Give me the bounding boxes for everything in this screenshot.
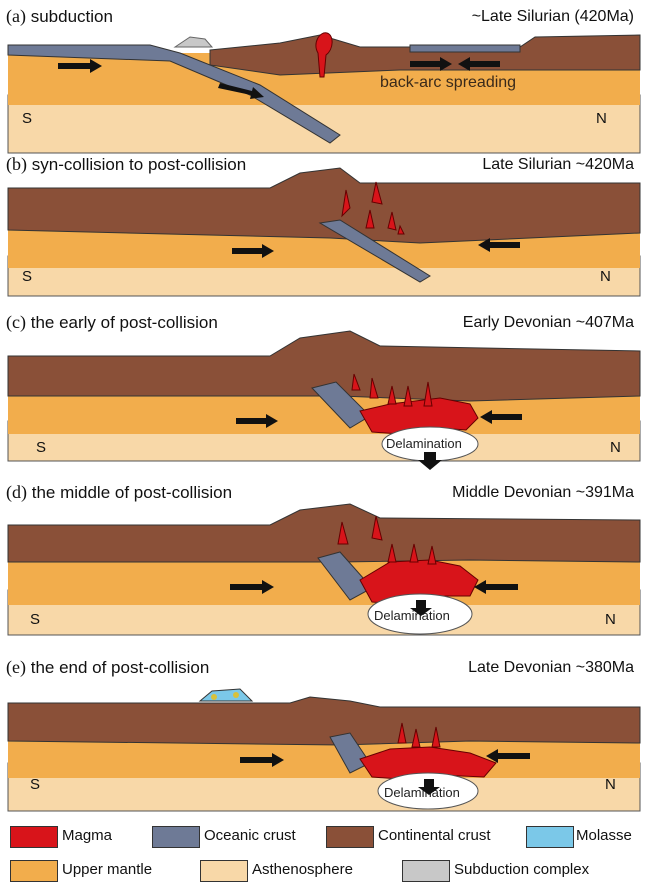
continental-crust	[8, 168, 640, 243]
south-label: S	[22, 268, 32, 285]
panel-b: (b) syn-collision to post-collision Late…	[0, 148, 652, 308]
panel-e-title: (e) the end of post-collision	[6, 657, 209, 678]
legend-continental-swatch	[326, 826, 374, 848]
north-label: N	[605, 776, 616, 793]
south-label: S	[30, 611, 40, 628]
legend-continental-label: Continental crust	[378, 827, 491, 844]
legend-upper-mantle-label: Upper mantle	[62, 861, 152, 878]
legend-magma-label: Magma	[62, 827, 112, 844]
molasse	[200, 689, 252, 701]
back-arc-label: back-arc spreading	[380, 74, 516, 91]
legend-oceanic-swatch	[152, 826, 200, 848]
panel-e: (e) the end of post-collision Late Devon…	[0, 653, 652, 818]
north-label: N	[605, 611, 616, 628]
panel-a-title: (a) subduction	[6, 6, 113, 27]
panel-b-cross-section: S N	[0, 168, 652, 308]
continental-crust	[8, 697, 640, 745]
north-label: N	[610, 439, 621, 456]
continental-crust	[210, 35, 640, 75]
legend-molasse-swatch	[526, 826, 574, 848]
north-label: N	[600, 268, 611, 285]
panel-a: (a) subduction ~Late Silurian (420Ma) ba…	[0, 0, 652, 165]
panel-c: (c) the early of post-collision Early De…	[0, 306, 652, 476]
legend-oceanic-label: Oceanic crust	[204, 827, 296, 844]
molasse-clast	[233, 692, 239, 698]
north-label: N	[596, 110, 607, 127]
south-label: S	[22, 110, 32, 127]
legend-subduction-complex-swatch	[402, 860, 450, 882]
south-label: S	[36, 439, 46, 456]
legend-magma-swatch	[10, 826, 58, 848]
panel-d: (d) the middle of post-collision Middle …	[0, 478, 652, 653]
upper-mantle	[8, 560, 640, 605]
panel-a-age: ~Late Silurian (420Ma)	[472, 8, 634, 26]
continental-crust	[8, 504, 640, 562]
panel-e-age: Late Devonian ~380Ma	[468, 659, 634, 677]
legend-molasse-label: Molasse	[576, 827, 632, 844]
subduction-complex	[175, 37, 212, 47]
panel-e-cross-section: Delamination S N	[0, 683, 652, 823]
oceanic-crust	[410, 45, 520, 52]
legend-asthenosphere-swatch	[200, 860, 248, 882]
south-label: S	[30, 776, 40, 793]
legend-upper-mantle-swatch	[10, 860, 58, 882]
molasse-clast	[211, 694, 217, 700]
delamination-label: Delamination	[374, 608, 450, 623]
panel-c-cross-section: Delamination S N	[0, 326, 652, 476]
delamination-label: Delamination	[386, 436, 462, 451]
legend: Magma Oceanic crust Continental crust Mo…	[10, 820, 650, 890]
panel-a-cross-section: back-arc spreading S N	[0, 25, 652, 165]
legend-subduction-complex-label: Subduction complex	[454, 861, 589, 878]
legend-asthenosphere-label: Asthenosphere	[252, 861, 353, 878]
panel-d-cross-section: Delamination S N	[0, 500, 652, 655]
